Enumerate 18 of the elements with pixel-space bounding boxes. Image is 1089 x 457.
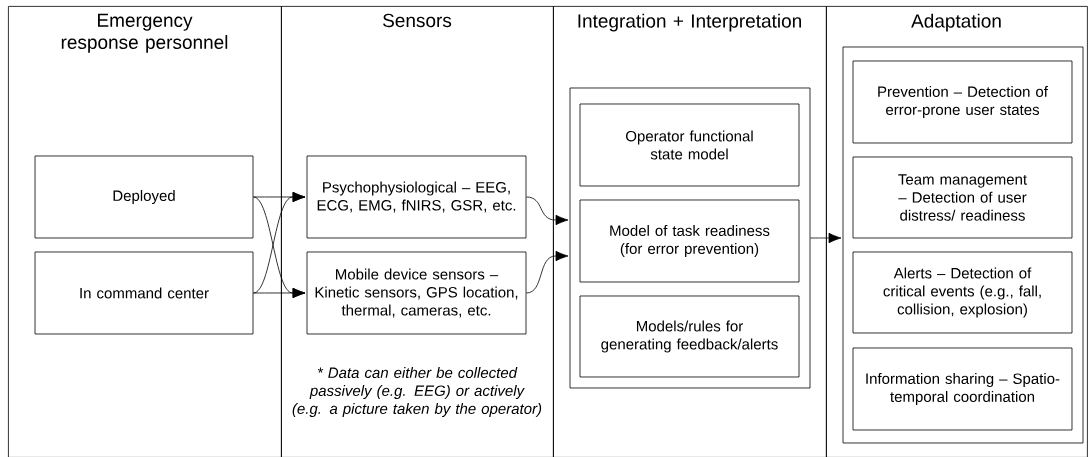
process-box: Information sharing – Spatio-temporal coordination [852,347,1073,431]
note: * Data can either be collected passively (e.g. EEG) or actively (e.g. a picture taken by the operator) [292,367,542,417]
container-box [842,46,1084,444]
process-box: Model of task readiness (for error prevention) [579,199,800,283]
process-box: Prevention – Detection of error-prone user states [852,60,1073,144]
process-box: Psychophysiological – EEG, ECG, EMG, fNIRS, GSR, etc. [306,155,527,239]
container-box [569,87,811,389]
arrow [526,196,569,226]
process-box: Models/rules for generating feedback/alerts [579,295,800,378]
process-box: Operator functional state model [579,103,800,187]
process-box: Mobile device sensors – Kinetic sensors, GPS location, thermal, cameras, etc. [306,251,527,335]
arrow [526,250,569,294]
process-box: In command center [34,251,254,335]
arrow [253,287,306,299]
process-box: Team management – Detection of user distress/ readiness [852,156,1073,239]
process-box: Alerts – Detection of critical events (e.g., fall, collision, explosion) [852,251,1073,334]
arrow [810,232,842,244]
process-box: Deployed [34,155,254,239]
